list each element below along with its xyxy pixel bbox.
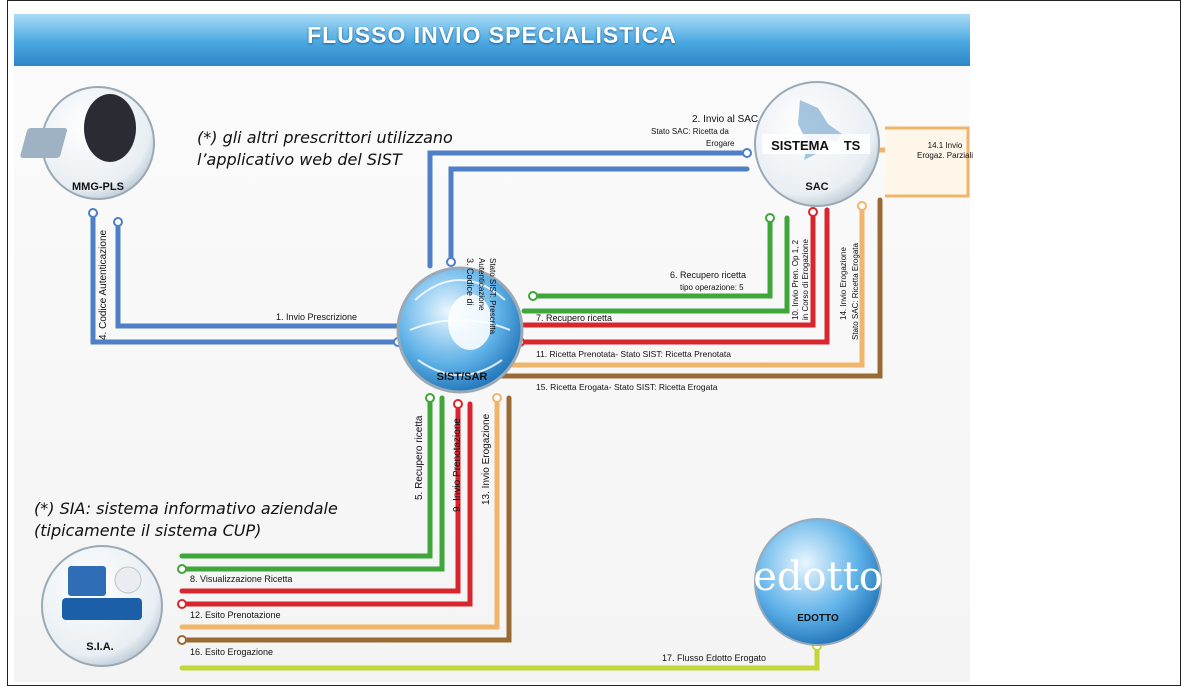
flow-label-8: 8. Visualizzazione Ricetta: [190, 574, 292, 584]
line-flow-12: [179, 401, 473, 607]
laptop-icon: [20, 128, 68, 158]
line-flow-15: [492, 197, 883, 379]
sac-logo-text: SISTEMA: [771, 138, 829, 153]
flow-label-10a: 10. Invio Pren. Op 1, 2: [791, 239, 800, 320]
flow-label-2b: Stato SAC: Ricetta da: [651, 127, 729, 136]
computer-monitor-icon: [68, 566, 106, 596]
line-flow-8: [179, 395, 445, 572]
flow-label-12: 12. Esito Prenotazione: [190, 610, 281, 620]
user-figure-icon: [114, 566, 142, 594]
flow-label-4: 4. Codice Autenticazione: [98, 229, 109, 340]
note-prescrittori: (*) gli altri prescrittori utilizzano l’…: [197, 127, 453, 171]
flow-label-9: 9. Invio Prenotazione: [452, 418, 463, 512]
line-flow-11: [517, 207, 830, 345]
node-label-edotto: EDOTTO: [797, 613, 839, 624]
flow-label-17: 17. Flusso Edotto Erogato: [662, 653, 766, 663]
flow-label-14-1-b: Erogaz. Parziali: [917, 151, 973, 160]
line-flow-6: [530, 215, 773, 299]
node-sia: S.I.A.: [41, 545, 163, 667]
line-flow-9: [179, 401, 461, 594]
line-flow-10: [521, 209, 816, 328]
flow-label-3c: Stato SIST: Prescritta: [488, 258, 497, 335]
line-flow-3: [448, 166, 750, 265]
node-label-mmg: MMG-PLS: [72, 181, 124, 193]
node-label-sist: SIST/SAR: [437, 371, 488, 383]
flow-label-14a: 14. Invio Erogazione: [839, 247, 848, 320]
diagram-title: FLUSSO INVIO SPECIALISTICA: [307, 22, 677, 48]
flow-label-3b: Autenticazione: [477, 258, 486, 311]
flow-label-5: 5. Recupero ricetta: [414, 415, 425, 500]
flow-label-6a: 6. Recupero ricetta: [670, 270, 746, 280]
node-sac: SISTEMA TS SAC: [754, 81, 880, 207]
line-flow-16: [179, 395, 512, 643]
line-flow-17: [179, 643, 820, 671]
title-banner: [14, 14, 970, 66]
line-flow-7: [521, 215, 790, 314]
line-flow-13: [179, 395, 500, 630]
flow-label-14b: Stato SAC: Ricetta Erogata: [851, 243, 860, 340]
flow-label-2c: Erogare: [706, 139, 735, 148]
flow-label-10b: in Corso di Erogazione: [801, 239, 810, 320]
note-sia-line2: (tipicamente il sistema CUP): [34, 521, 262, 540]
flow-label-6b: tipo operazione: 5: [680, 283, 744, 292]
box-flow-14-1: 14.1 Invio Erogaz. Parziali: [885, 126, 973, 198]
line-flow-4: [115, 219, 401, 329]
node-label-sia: S.I.A.: [86, 641, 114, 653]
note-sia-line1: (*) SIA: sistema informativo aziendale: [34, 499, 338, 518]
flow-label-15: 15. Ricetta Erogata- Stato SIST: Ricetta…: [536, 382, 718, 392]
note-sia: (*) SIA: sistema informativo aziendale (…: [34, 498, 338, 542]
note-prescrittori-line2: l’applicativo web del SIST: [197, 150, 402, 169]
flow-label-13: 13. Invio Erogazione: [481, 413, 492, 505]
line-flow-1: [90, 210, 401, 345]
flow-label-1: 1. Invio Prescrizione: [276, 312, 357, 322]
line-flow-14: [505, 203, 865, 368]
line-flow-5: [179, 395, 433, 559]
flow-label-16: 16. Esito Erogazione: [190, 647, 273, 657]
flow-label-14-1-a: 14.1 Invio: [928, 141, 963, 150]
node-mmg-pls: MMG-PLS: [20, 86, 155, 200]
flow-label-2a: 2. Invio al SAC: [692, 114, 758, 125]
doctor-figure-icon: [84, 94, 136, 162]
node-label-sac: SAC: [805, 181, 828, 193]
sac-logo-ts: TS: [844, 138, 861, 153]
flow-label-11: 11. Ricetta Prenotata- Stato SIST: Ricet…: [536, 349, 731, 359]
sist-head-icon: [448, 294, 492, 350]
node-sist-sar: SIST/SAR: [396, 266, 524, 394]
node-edotto: edotto EDOTTO: [753, 518, 883, 646]
edotto-logo-text: edotto: [753, 554, 883, 600]
line-flow-2: [427, 150, 750, 269]
note-prescrittori-line1: (*) gli altri prescrittori utilizzano: [197, 128, 453, 147]
flow-label-3a: 3. Codice di: [465, 258, 475, 306]
flow-label-7: 7. Recupero ricetta: [536, 313, 612, 323]
